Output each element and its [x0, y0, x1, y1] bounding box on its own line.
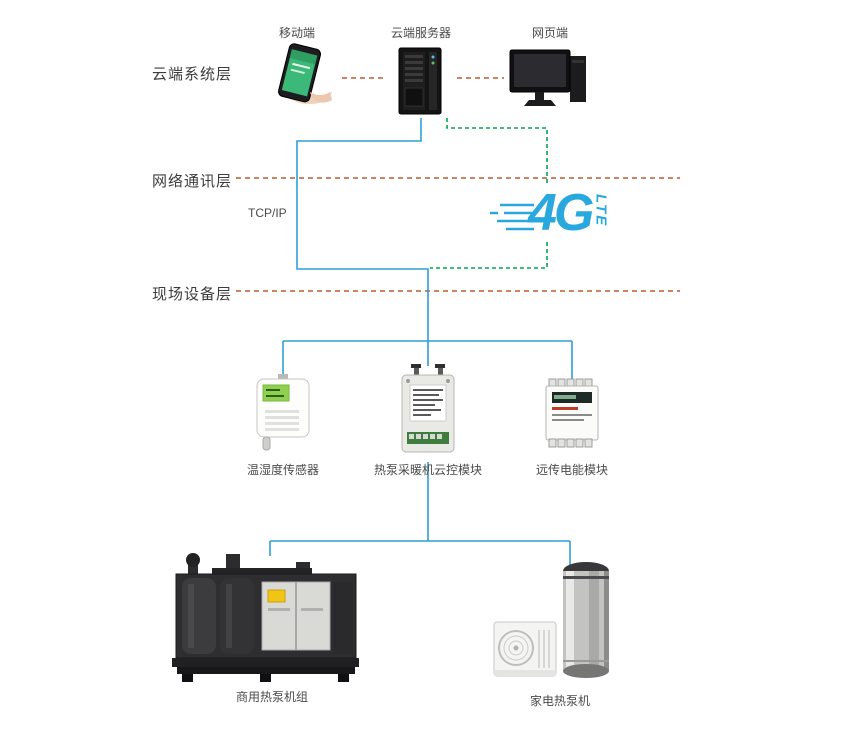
controller-label: 热泵采暖机云控模块 [373, 463, 482, 477]
web-label: 网页端 [531, 26, 568, 40]
logo-lte-text: LTE [592, 194, 610, 228]
remote-energy-meter-icon [545, 378, 599, 448]
mobile-label: 移动端 [278, 26, 315, 40]
web-monitor-icon [509, 49, 586, 106]
layer-label-cloud: 云端系统层 [152, 66, 233, 83]
sensor-label: 温湿度传感器 [246, 463, 319, 477]
meter-label: 远传电能模块 [535, 463, 608, 477]
layer-label-network: 网络通讯层 [152, 173, 233, 190]
temp-humidity-sensor-icon [256, 374, 310, 451]
logo-4g-text: 4G [528, 184, 594, 242]
tcpip-label: TCP/IP [248, 206, 287, 220]
speed-lines-icon [490, 203, 534, 231]
home-heatpump-label: 家电热泵机 [529, 694, 590, 708]
commercial-heatpump-label: 商用热泵机组 [235, 690, 308, 704]
layer-label-field: 现场设备层 [152, 286, 233, 303]
cloud-server-icon [398, 47, 442, 115]
tcpip-line [296, 118, 429, 341]
home-water-tank-icon [563, 562, 609, 678]
server-label: 云端服务器 [390, 26, 451, 40]
logo-4g-lte: 4G LTE [486, 184, 614, 242]
home-outdoor-unit-icon [493, 621, 557, 677]
commercial-heatpump-icon [172, 553, 359, 682]
mobile-phone-icon [278, 43, 332, 105]
heatpump-cloud-controller-icon [401, 364, 455, 453]
